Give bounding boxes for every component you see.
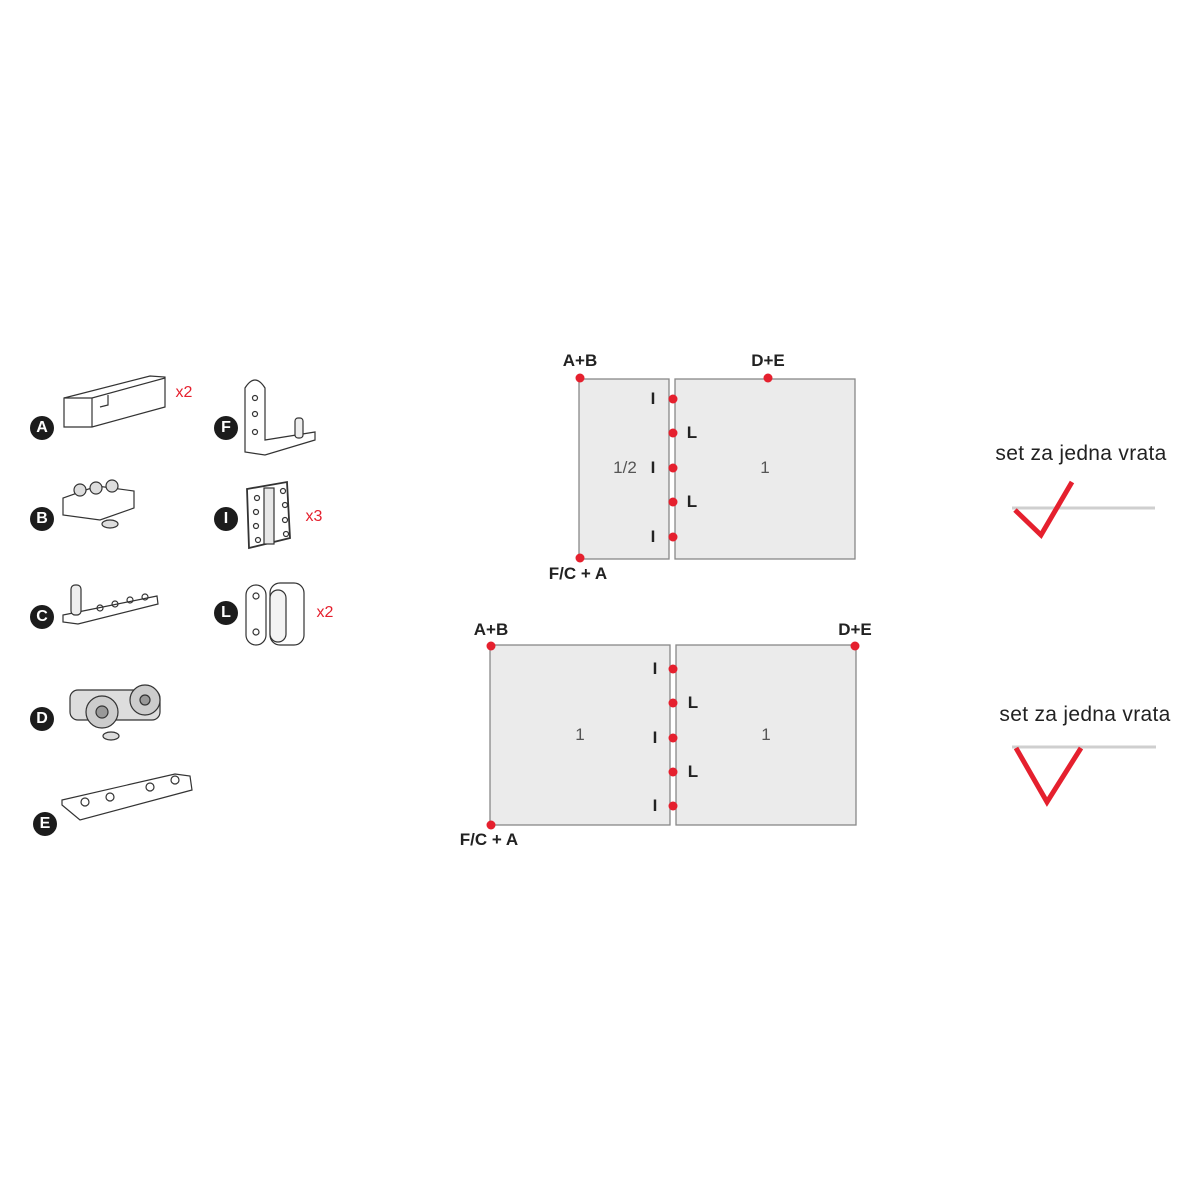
diagram-1-top-right-label: D+E [751, 351, 785, 370]
part-d-roller-trolley [69, 684, 161, 741]
point-bottom-left [575, 553, 585, 563]
hinge-label: L [686, 423, 698, 442]
door-panel-right [675, 644, 857, 826]
part-a-guide-block [63, 375, 166, 428]
part-i-badge: I [214, 507, 238, 531]
diagram-2-caption: set za jedna vrata [999, 703, 1171, 726]
door-panel-full [674, 378, 856, 560]
hinge-label: I [652, 796, 658, 815]
hinge-point [668, 497, 678, 507]
hinge-label: I [650, 527, 656, 546]
fold-mark-2 [1012, 745, 1156, 807]
diagram-2-panels [489, 644, 857, 826]
hinge-point [668, 394, 678, 404]
hinge-label: L [687, 693, 699, 712]
part-i-hinge [246, 480, 291, 550]
part-f-bottom-bracket [244, 379, 316, 456]
hinge-point [668, 532, 678, 542]
door-panel-half [578, 378, 670, 560]
v-fold-icon [1013, 746, 1084, 807]
hinge-point [668, 801, 678, 811]
part-l-badge: L [214, 601, 238, 625]
hinge-label: I [652, 728, 658, 747]
part-b-roller-carrier [62, 479, 135, 529]
part-d-badge: D [30, 707, 54, 731]
hinge-point [668, 733, 678, 743]
part-f-badge: F [214, 416, 238, 440]
point-top-left [486, 641, 496, 651]
hinge-point [668, 428, 678, 438]
hinge-point [668, 664, 678, 674]
part-l-magnetic-catch [245, 582, 305, 646]
part-a-badge: A [30, 416, 54, 440]
diagram-2-right-panel-label: 1 [761, 725, 771, 744]
diagram-1-top-left-label: A+B [562, 351, 598, 370]
part-l-quantity: x2 [316, 604, 334, 621]
diagram-1-bottom-left-label: F/C + A [548, 564, 608, 583]
hinge-label: I [650, 389, 656, 408]
part-c-badge: C [30, 605, 54, 629]
hinge-label: I [650, 458, 656, 477]
diagram-2-left-panel-label: 1 [575, 725, 585, 744]
point-top-right [850, 641, 860, 651]
diagram-1-left-panel-label: 1/2 [613, 458, 637, 477]
diagram-1-caption: set za jedna vrata [995, 442, 1167, 465]
hinge-label: L [686, 492, 698, 511]
part-i-quantity: x3 [305, 508, 323, 525]
part-e-badge: E [33, 812, 57, 836]
hinge-point [668, 698, 678, 708]
diagram-2-bottom-left-label: F/C + A [459, 830, 519, 849]
hinge-point [668, 463, 678, 473]
part-a-quantity: x2 [175, 384, 193, 401]
diagram-1-panels [578, 378, 856, 560]
diagram-2-points [486, 641, 860, 830]
checkmark-icon [1013, 480, 1075, 540]
door-panel-left [489, 644, 671, 826]
hinge-label: L [687, 762, 699, 781]
point-top-right [763, 373, 773, 383]
part-b-badge: B [30, 507, 54, 531]
diagram-1-points [575, 373, 773, 563]
diagram-2-top-left-label: A+B [473, 620, 509, 639]
hinge-point [668, 767, 678, 777]
fold-mark-1 [1012, 480, 1155, 540]
diagram-1-right-panel-label: 1 [760, 458, 770, 477]
hinge-label: I [652, 659, 658, 678]
point-bottom-left [486, 820, 496, 830]
part-c-floor-pivot [62, 584, 159, 625]
diagram-2-top-right-label: D+E [838, 620, 872, 639]
point-top-left [575, 373, 585, 383]
part-e-mounting-plate [61, 773, 193, 821]
